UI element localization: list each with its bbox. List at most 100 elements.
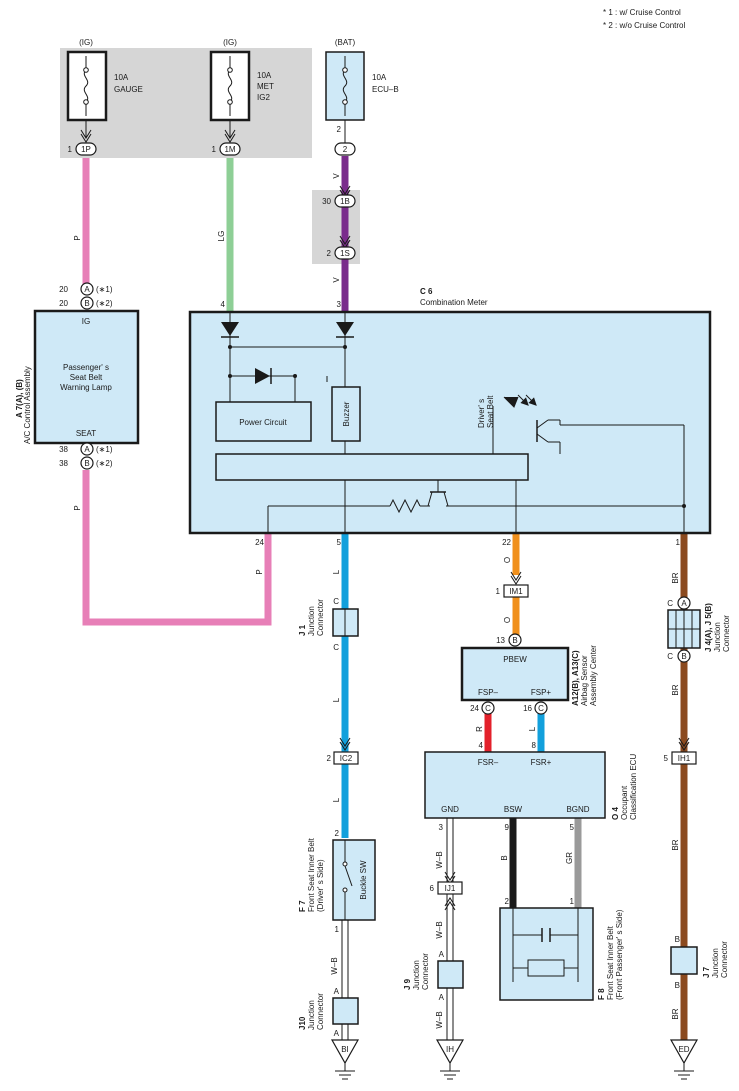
meter-pin-lg: 4 [221,300,226,309]
fuse-met-name: MET [257,82,274,91]
label-wire-br-1: BR [671,572,680,583]
junction-1s-pin: 2 [327,249,332,258]
note-1: * 1 : w/ Cruise Control [603,8,681,17]
j4-conn-bottom: B [681,652,686,661]
airbag-fsp: FSP+ [531,688,552,697]
ij1-pin: 6 [430,884,435,893]
fuse-met-name2: IG2 [257,93,270,102]
ground-ed: ED [669,1039,699,1080]
ac-pin-bottom-a: 38 [59,445,68,454]
combination-meter: C 6 Combination Meter 4 3 [188,287,712,547]
f7-pin-top: 2 [335,829,340,838]
connector-ih1: 5 IH1 [664,737,697,765]
meter-diode-mid [255,368,270,384]
label-wire-l-3: L [332,797,341,802]
airbag-name-2: Assembly Center [589,645,598,706]
ac-seat-label: SEAT [76,429,96,438]
meter-name: Combination Meter [420,298,488,307]
f8-name-2: (Front Passenger' s Side) [615,909,624,1000]
ac-ig-label: IG [82,317,90,326]
label-wire-br-4: BR [671,1008,680,1019]
ij1-conn: IJ1 [445,884,456,893]
ocu-fsrn: FSR– [478,758,499,767]
airbag-sensor-assembly: 13 B PBEW FSP– FSP+ 24 C 16 C A12(B), A1… [460,633,598,715]
j10-name-1: Junction [307,1000,316,1030]
ac-ref: A 7(A), (B) [15,379,24,418]
fuse-met-conn: 1M [224,145,235,154]
junction-j4-j5: C A C B J 4(A), J 5(B) Junction Connecto… [667,596,731,663]
wire-p-lower [82,470,272,626]
j7-name-1: Junction [711,948,720,978]
ac-lamp-line-2: Seat Belt [70,373,103,382]
ac-conn-bottom-a: A [84,445,90,454]
j7-name-2: Connector [720,941,729,978]
ac-lamp-line-1: Passenger' s [63,363,109,372]
fuse-ecub-pin: 2 [337,125,342,134]
ground-ih: IH [435,1039,465,1080]
ocu-pin-4: 4 [479,741,484,750]
power-circuit-box [215,401,312,442]
buzzer-box [331,386,361,442]
fuse-gauge: (IG) 10A GAUGE 1 1P [66,38,143,156]
fuse-ecub-rating: 10A [372,73,387,82]
f8-name-1: Front Seat Inner Belt [606,925,615,1000]
airbag-fsn: FSP– [478,688,499,697]
meter-pin-5: 5 [337,538,342,547]
label-wire-gr: GR [565,852,574,864]
junction-1b-pin: 30 [322,197,331,206]
driver-lamp-line-2: Seat Belt [486,395,495,428]
f8-pin-2: 2 [505,897,510,906]
connector-im1: 1 IM1 [496,571,529,598]
note-2: * 2 : w/o Cruise Control [603,21,685,30]
ic2-conn: IC2 [340,754,353,763]
airbag-name-1: Airbag Sensor [580,655,589,706]
im1-pin: 1 [496,587,501,596]
meter-transistor [427,491,449,507]
f7-ref: F 7 [298,900,307,912]
j1-name-2: Connector [316,599,325,636]
f8-pin-1: 1 [570,897,575,906]
label-wire-br-2: BR [671,684,680,695]
ac-conn-top-b: B [84,299,89,308]
airbag-pbew: PBEW [503,655,527,664]
j1-ref: J 1 [298,624,307,636]
buzzer-label: Buzzer [342,401,351,426]
ac-note-top-a: (∗1) [96,285,113,294]
fuse-ecub-name: ECU–B [372,85,399,94]
ground-bi: BI [330,1039,360,1080]
j10-ref: J10 [298,1016,307,1030]
notes: * 1 : w/ Cruise Control * 2 : w/o Cruise… [603,8,685,30]
f7-switch-label: Buckle SW [359,860,368,900]
label-wire-o-2: O [503,617,512,623]
front-seat-inner-belt-driver: 2 Buckle SW 1 F 7 Front Seat Inner Belt … [298,829,376,934]
airbag-conn-16: C [538,704,544,713]
im1-conn: IM1 [509,587,523,596]
j9-name-1: Junction [412,960,421,990]
label-wire-wb-2: W–B [435,921,444,938]
ac-lamp-line-3: Warning Lamp [60,383,112,392]
fuse-ecu-b: (BAT) 10A ECU–B 2 2 [325,38,399,156]
label-wire-p-meter: P [255,569,264,574]
ac-note-top-b: (∗2) [96,299,113,308]
fuse-ecub-source: (BAT) [335,38,356,47]
ocu-name-2: Classification ECU [629,754,638,820]
j4-pin-bottom: C [667,652,673,661]
ground-bi-label: BI [341,1045,349,1054]
fuse-met-pin: 1 [212,145,217,154]
front-seat-inner-belt-passenger: 2 1 F 8 Front Seat Inner Belt (Front Pas… [499,897,624,1001]
junction-1s-conn: 1S [340,249,350,258]
ac-conn-bottom-b: B [84,459,89,468]
ic2-pin: 2 [327,754,332,763]
connector-ic2: 2 IC2 [327,737,359,765]
j9-name-2: Connector [421,953,430,990]
label-wire-p-upper: P [73,235,82,240]
label-wire-l-1: L [332,569,341,574]
airbag-pin-24: 24 [470,704,479,713]
ocu-fsrp: FSR+ [531,758,552,767]
j9-pin-bottom: A [439,993,445,1002]
j4-ref: J 4(A), J 5(B) [704,603,713,652]
driver-lamp-line-1: Driver' s [477,399,486,428]
label-wire-v-1: V [332,173,341,179]
